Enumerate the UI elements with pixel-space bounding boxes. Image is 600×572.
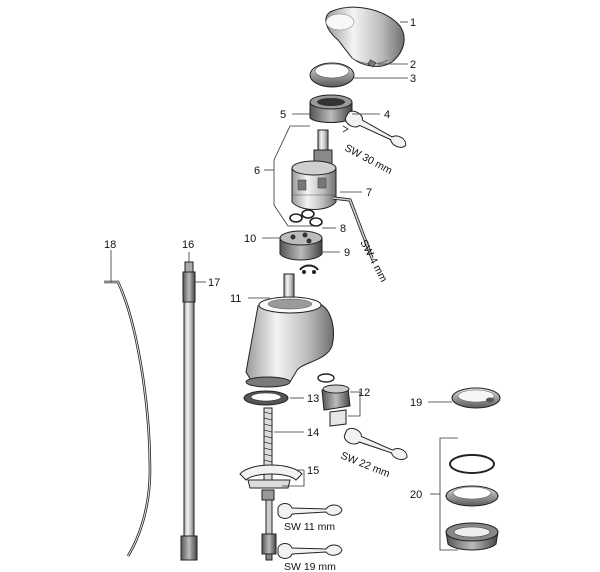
base-seal-part (243, 390, 289, 406)
plug-cap-part (451, 387, 501, 409)
callout-17: 17 (208, 277, 220, 289)
callout-4: 4 (384, 109, 390, 121)
allen-key-part (332, 196, 374, 259)
callout-2: 2 (410, 59, 416, 71)
callout-5: 5 (280, 109, 286, 121)
cartridge-nut-part (309, 94, 353, 123)
callout-20: 20 (410, 489, 422, 501)
callout-14: 14 (307, 427, 319, 439)
aerator-part (317, 373, 351, 427)
set-screw-part (367, 59, 377, 68)
flexible-hose-part (180, 261, 198, 561)
callout-7: 7 (366, 187, 372, 199)
leader-lines (110, 21, 458, 551)
wrench-sw30-part (342, 110, 407, 148)
basin-mixer-body-part (245, 273, 334, 388)
callout-12: 12 (358, 387, 370, 399)
clip-part (299, 264, 319, 274)
wrench-size-sw22: SW 22 mm (339, 450, 392, 481)
lever-handle-part (325, 6, 405, 67)
cover-ring-part (309, 62, 355, 88)
callout-15: 15 (307, 465, 319, 477)
callouts: 1 2 3 4 5 6 7 8 9 10 11 12 13 14 15 16 1… (104, 17, 422, 501)
callout-6: 6 (254, 165, 260, 177)
callout-9: 9 (344, 247, 350, 259)
wrench-sw11-part (277, 503, 343, 519)
cartridge-housing-part (279, 230, 323, 261)
callout-18: 18 (104, 239, 116, 251)
wrench-size-sw19: SW 19 mm (284, 561, 336, 572)
callout-10: 10 (244, 233, 256, 245)
callout-8: 8 (340, 223, 346, 235)
connection-nut-part (261, 533, 277, 561)
callout-13: 13 (307, 393, 319, 405)
wrench-size-sw11: SW 11 mm (284, 521, 335, 533)
callout-3: 3 (410, 73, 416, 85)
cartridge-part (291, 129, 337, 210)
wrench-sw22-part (343, 427, 408, 460)
fixing-set-part (239, 464, 303, 535)
seals-part (289, 209, 323, 227)
waste-set-part (445, 454, 499, 551)
callout-19: 19 (410, 397, 422, 409)
wrench-sw19-part (277, 543, 343, 559)
pull-rod-part (104, 280, 152, 557)
callout-16: 16 (182, 239, 194, 251)
wrench-size-sw4: SW 4 mm (357, 238, 389, 285)
callout-1: 1 (410, 17, 416, 29)
wrench-size-sw30: SW 30 mm (343, 142, 395, 177)
callout-11: 11 (230, 293, 241, 305)
